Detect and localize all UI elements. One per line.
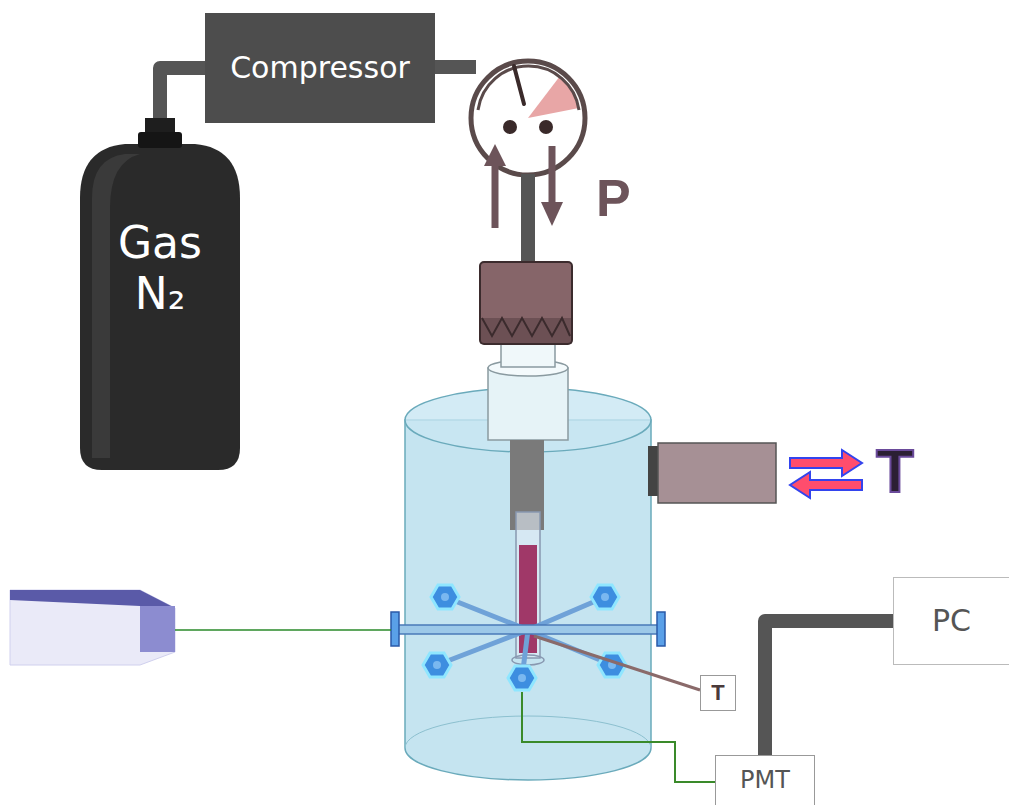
gauge-dot [539,120,553,134]
pressure-down-arrow [549,146,556,206]
node-label: PMT [740,767,790,795]
optical-axis-bar [397,625,659,634]
arrow-head [484,144,506,166]
gas-pipe [765,621,893,755]
pc-box: PC [893,577,1009,665]
gauge-needle [514,66,524,104]
vessel-base-edge [405,716,651,748]
node-label: Gas N₂ [105,218,215,319]
pressure-cap [480,262,572,344]
pmt-box: PMT [715,755,815,805]
window-nuts [423,585,626,690]
thermometer-box: T [700,675,736,711]
pressure-gauge [471,61,585,175]
connector-line [765,621,893,755]
temperature-controller [658,443,776,503]
node-label: T [711,680,724,705]
pressure-line [521,174,535,264]
compressor-box: Compressor [205,13,435,123]
node-label: Compressor [230,51,410,86]
laser-top-edge [10,590,175,608]
nut-centres [433,593,616,682]
connector-neck [501,343,555,367]
laser-beam [175,629,391,631]
optical-fibre [522,692,715,782]
cap-shade [480,318,572,344]
laser-aperture [140,606,175,652]
gauge-dot [503,120,517,134]
gas-pipe [432,60,476,74]
pressure-up-arrow [492,162,499,228]
temperature-label: T [876,440,914,502]
gauge-red-zone [528,76,579,118]
vessel-body [405,420,651,780]
heat-out-arrow [790,472,862,498]
pressure-head [488,368,568,440]
arrow-head [541,202,563,226]
connector-line [160,68,205,118]
node-label: PC [932,604,971,639]
gauge-scale [478,66,579,110]
laser-source [10,590,175,665]
gas-pipe [160,68,205,118]
gas-cylinder: Gas N₂ [80,118,240,470]
thermocouple-wire [534,636,700,690]
window-flange [391,612,399,646]
heat-in-arrow [790,450,862,476]
pressure-label: P [596,172,631,224]
tube-base [512,655,544,665]
window-flange [657,612,665,646]
